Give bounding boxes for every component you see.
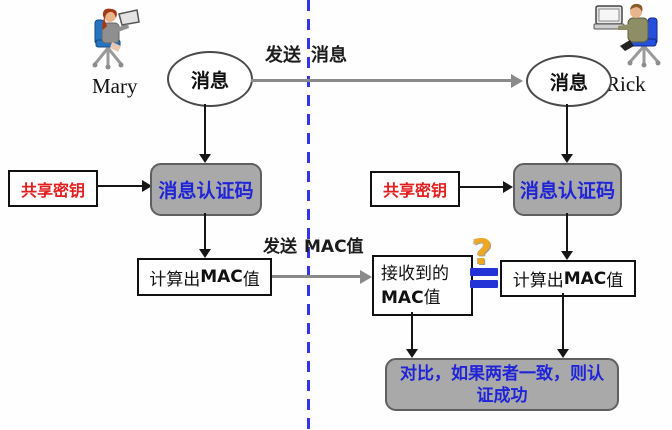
actor-label-mary: Mary <box>92 74 138 98</box>
left-message-to-macfn-arrowhead <box>199 154 211 163</box>
received-mac-post: 值 <box>423 287 441 308</box>
network-divider-dashed-line <box>307 0 310 430</box>
left-shared-key-box: 共享密钥 <box>8 170 98 207</box>
send-mac-label-pre: 发送 <box>263 237 297 257</box>
computed-to-result-arrowhead <box>557 349 569 358</box>
left-computed-mac-post: 值 <box>242 269 260 290</box>
right-computed-mac-post: 值 <box>606 271 624 291</box>
left-macfn-to-computed-arrowhead <box>199 249 211 258</box>
right-message-ellipse: 消息 <box>526 55 612 107</box>
equals-bar-top <box>470 268 498 276</box>
compare-result-line2: 证成功 <box>476 385 528 406</box>
send-message-arrowhead <box>511 74 523 88</box>
received-mac-line1: 接收到的 <box>381 263 449 284</box>
left-mac-function-box: 消息认证码 <box>150 163 262 216</box>
equals-icon <box>470 268 498 288</box>
left-computed-mac-latin: MAC <box>200 267 243 287</box>
rick-at-computer-icon <box>592 2 666 68</box>
right-mac-function-text: 消息认证码 <box>519 180 615 202</box>
send-mac-label-value: MAC值 <box>304 237 364 257</box>
right-message-to-macfn-arrowhead <box>561 154 573 163</box>
received-mac-line2: MAC值 <box>381 286 441 310</box>
send-message-label: 发送 消息 <box>265 41 347 67</box>
left-key-arrow-line <box>96 185 144 187</box>
right-macfn-to-computed-line <box>566 213 568 252</box>
left-mac-function-text: 消息认证码 <box>158 180 254 202</box>
left-shared-key-text: 共享密钥 <box>20 180 85 200</box>
send-message-label-post: 消息 <box>311 45 347 66</box>
left-message-to-macfn-line <box>204 104 206 155</box>
right-computed-mac-latin: MAC <box>563 268 607 289</box>
compare-result-line1: 对比，如果两者一致，则认 <box>400 363 604 384</box>
right-macfn-to-computed-arrowhead <box>561 251 573 260</box>
left-macfn-to-computed-line <box>204 213 206 250</box>
send-mac-label: 发送 MAC值 <box>263 232 364 257</box>
compare-result-box: 对比，如果两者一致，则认 证成功 <box>385 358 619 411</box>
received-mac-box: 接收到的 MAC值 <box>372 255 473 316</box>
computed-to-result-line <box>562 293 564 350</box>
left-message-text: 消息 <box>190 69 229 92</box>
actor-label-rick: Rick <box>606 72 646 96</box>
equals-bar-bottom <box>470 280 498 288</box>
question-mark-icon: ? <box>472 233 493 273</box>
send-mac-arrowhead <box>360 270 372 284</box>
left-computed-mac-pre: 计算出 <box>149 269 201 290</box>
right-key-arrowhead <box>503 181 513 193</box>
mary-at-computer-icon <box>88 6 142 72</box>
right-key-arrow-line <box>458 186 505 188</box>
right-computed-mac-pre: 计算出 <box>512 271 564 291</box>
send-message-arrow-line <box>251 79 513 82</box>
received-mac-latin: MAC <box>381 287 424 308</box>
right-shared-key-text: 共享密钥 <box>382 181 447 200</box>
right-message-text: 消息 <box>549 71 588 94</box>
left-message-ellipse: 消息 <box>167 51 253 107</box>
received-to-result-arrowhead <box>406 349 418 358</box>
left-key-arrowhead <box>142 180 152 192</box>
received-to-result-line <box>411 312 413 350</box>
send-message-label-pre: 发送 <box>265 45 301 66</box>
right-shared-key-box: 共享密钥 <box>370 171 460 207</box>
right-mac-function-box: 消息认证码 <box>513 163 622 216</box>
right-message-to-macfn-line <box>566 104 568 155</box>
send-mac-arrow-line <box>272 275 362 278</box>
